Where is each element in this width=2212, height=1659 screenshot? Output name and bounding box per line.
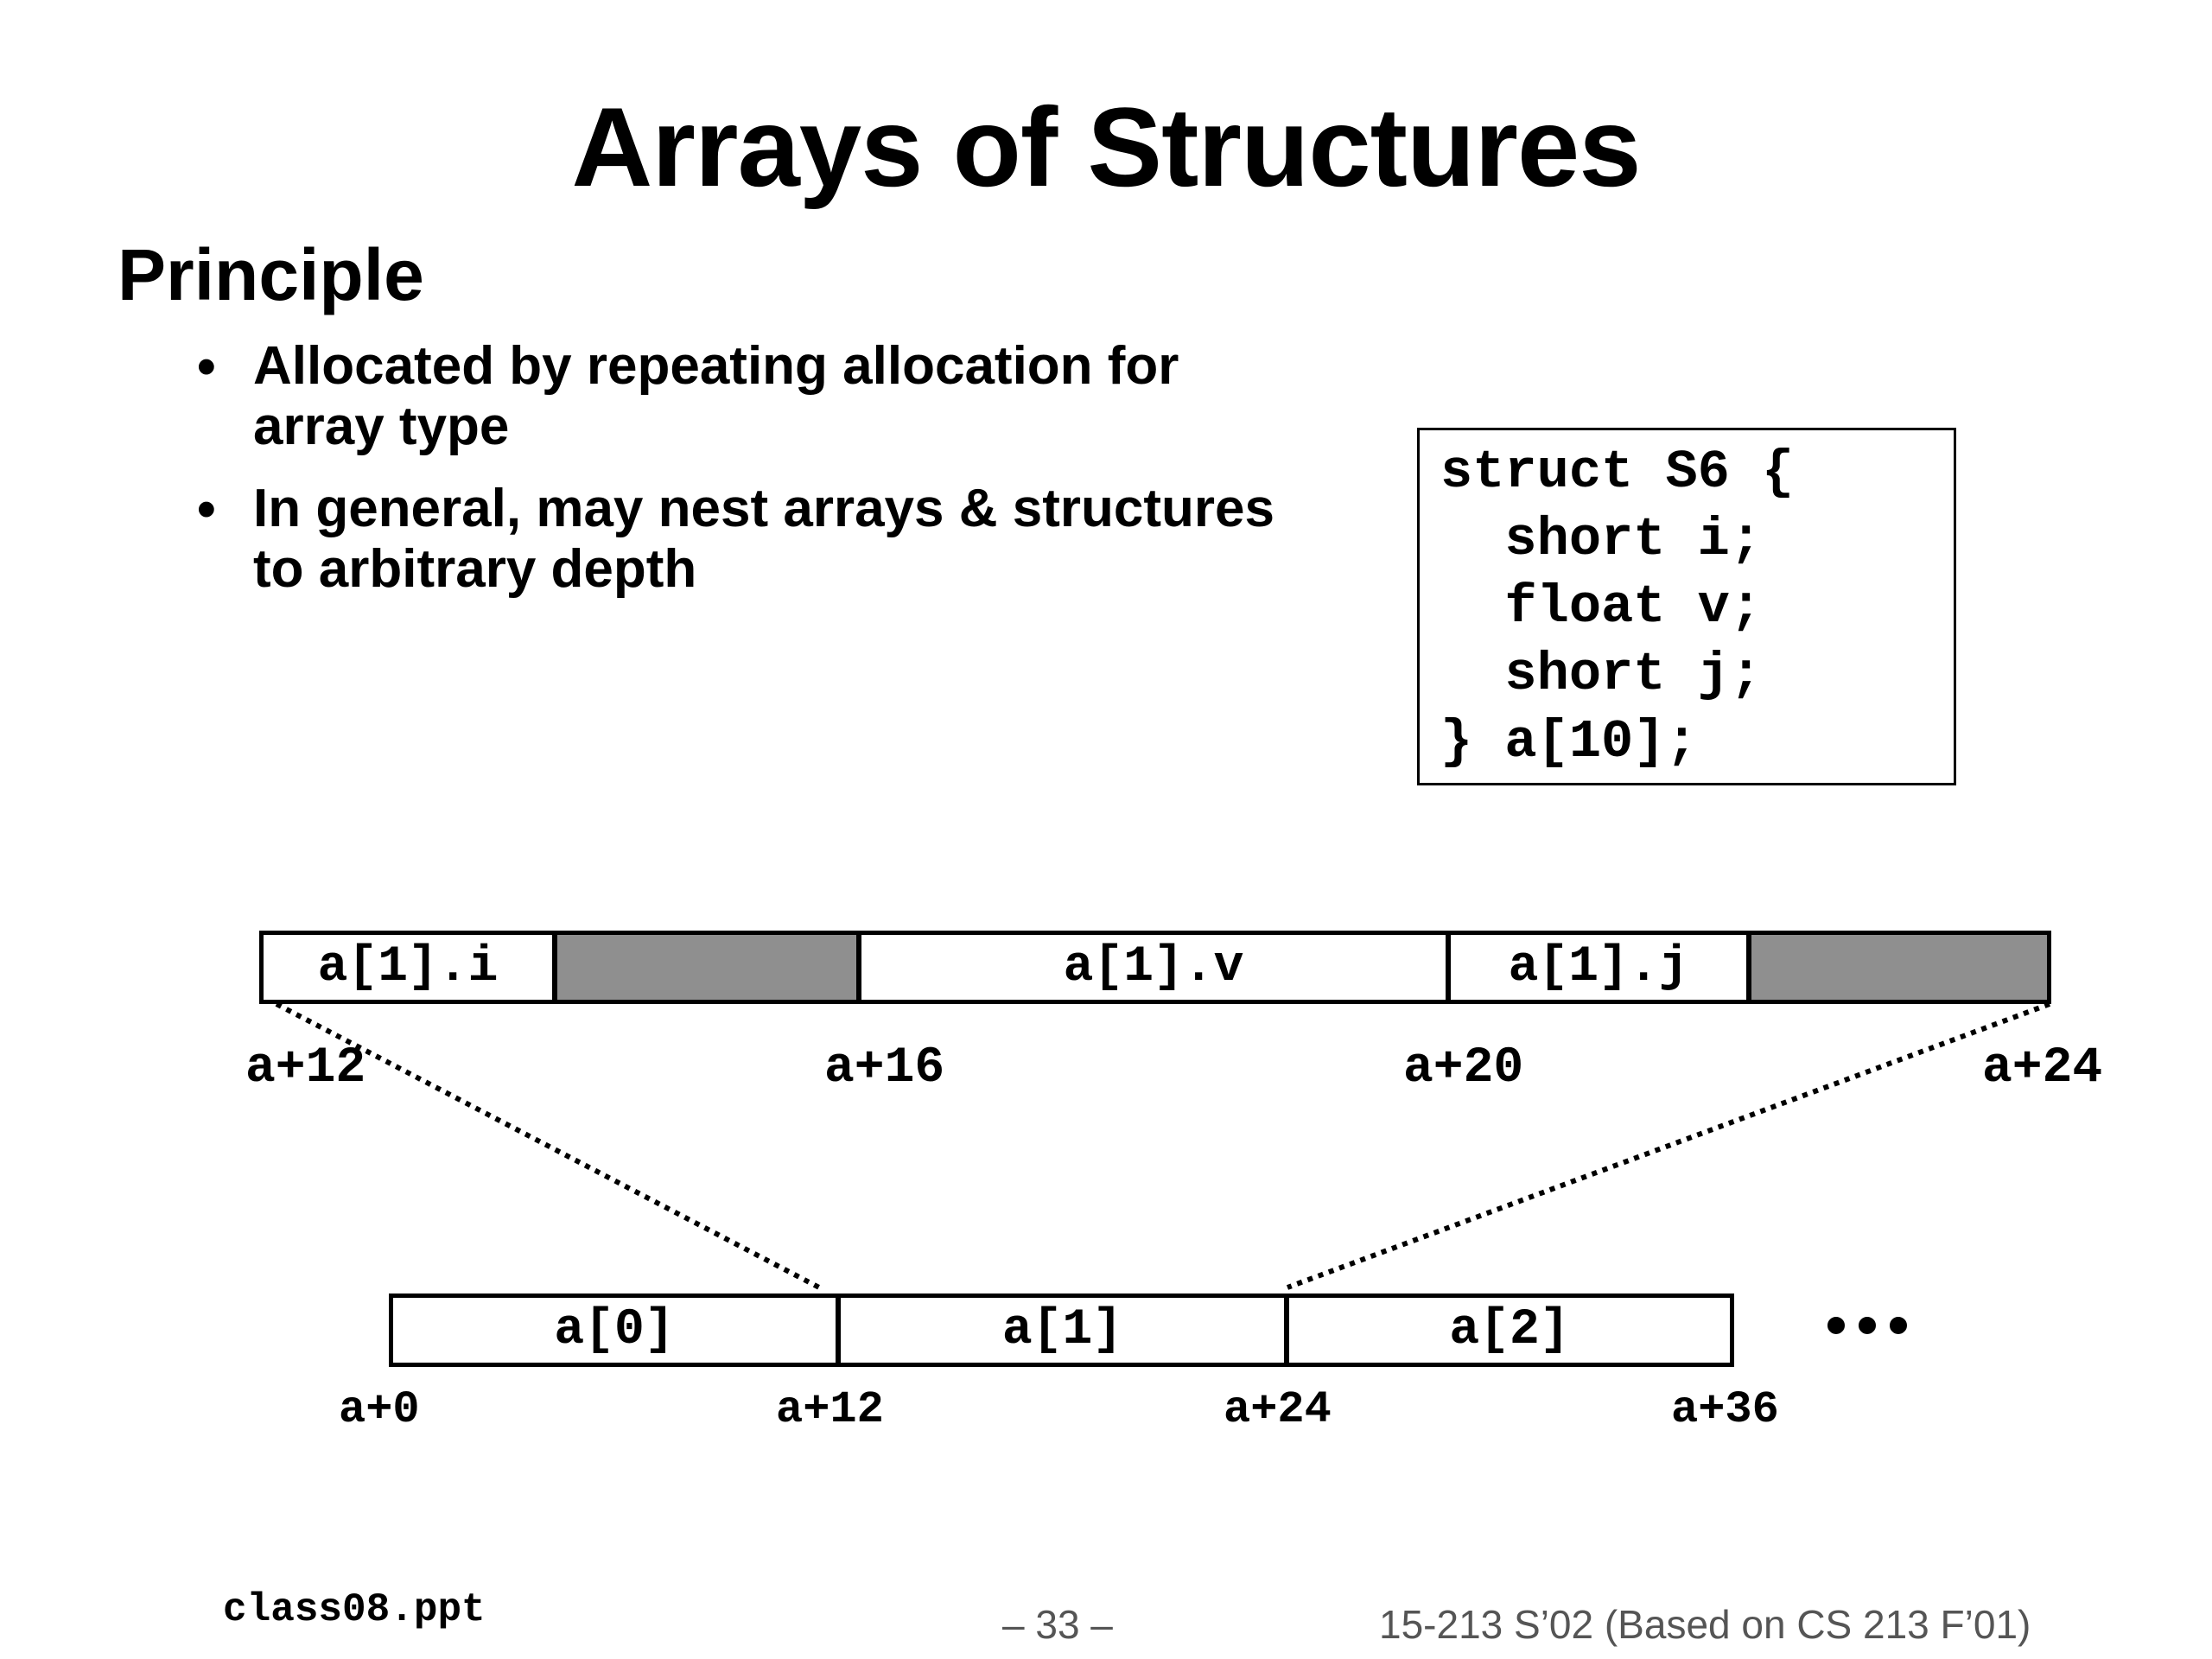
bullet-1-line-1: Allocated by repeating allocation for: [253, 336, 1179, 396]
connector-right: [1286, 1001, 2051, 1290]
bullet-1-line-2: array type: [253, 397, 510, 456]
code-line: short j;: [1440, 644, 1763, 705]
bullet-marker: •: [197, 480, 216, 539]
array-cell-1: a[1]: [836, 1294, 1288, 1367]
struct-code-box: struct S6 { short i; float v; short j; }…: [1417, 428, 1956, 785]
address-label: a+24: [1982, 1040, 2103, 1096]
code-line: struct S6 {: [1440, 442, 1795, 503]
slide-title: Arrays of Structures: [571, 84, 1641, 210]
padding-cell: [1747, 931, 2051, 1004]
field-cell-j: a[1].j: [1446, 931, 1751, 1004]
address-label: a+0: [339, 1384, 420, 1435]
footer-page-number: – 33 –: [1002, 1602, 1113, 1647]
bullet-2-line-1: In general, may nest arrays & structures: [253, 479, 1274, 538]
section-heading: Principle: [118, 234, 424, 315]
address-label: a+36: [1671, 1384, 1779, 1435]
code-line: } a[10];: [1440, 711, 1698, 772]
code-line: float v;: [1440, 576, 1763, 638]
address-label: a+16: [824, 1040, 945, 1096]
padding-cell: [553, 931, 861, 1004]
bullet-marker: •: [197, 337, 216, 397]
code-line: short i;: [1440, 509, 1763, 570]
address-label: a+24: [1224, 1384, 1332, 1435]
address-label: a+12: [776, 1384, 884, 1435]
address-label: a+20: [1403, 1040, 1524, 1096]
array-cell-0: a[0]: [389, 1294, 840, 1367]
address-label: a+12: [245, 1040, 366, 1096]
footer-course: 15-213 S’02 (Based on CS 213 F’01): [1379, 1602, 2031, 1647]
ellipsis: •••: [1818, 1296, 1916, 1364]
bullet-2-line-2: to arbitrary depth: [253, 539, 697, 599]
footer-filename: class08.ppt: [223, 1587, 486, 1632]
connector-left: [275, 1001, 821, 1290]
array-cell-2: a[2]: [1285, 1294, 1734, 1367]
